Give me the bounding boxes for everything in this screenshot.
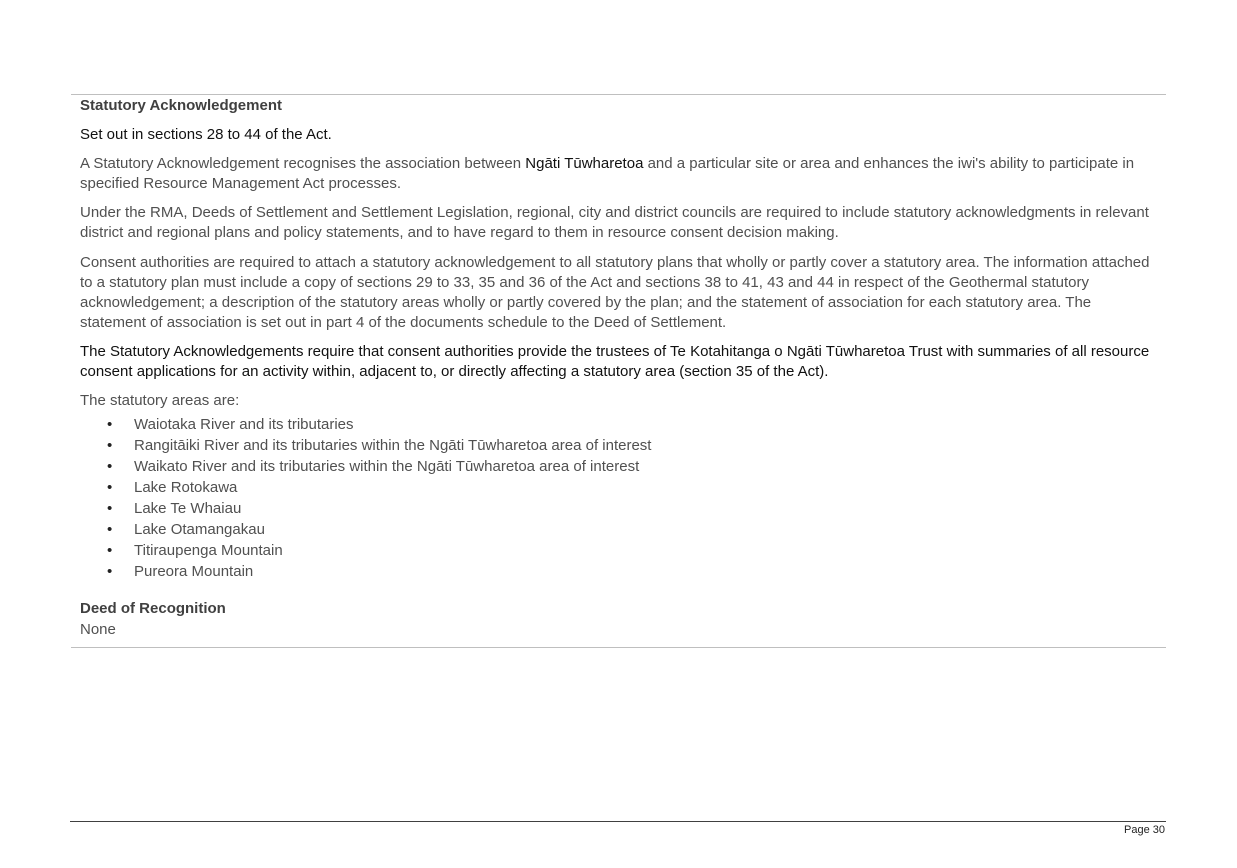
section-heading: Statutory Acknowledgement — [80, 97, 282, 114]
list-item: • Lake Rotokawa — [80, 477, 651, 498]
association-text-before: A Statutory Acknowledgement recognises t… — [80, 155, 526, 172]
list-item-label: Lake Te Whaiau — [134, 500, 242, 517]
list-item: • Lake Otamangakau — [80, 519, 651, 540]
statutory-acknowledgement-section: Statutory Acknowledgement Set out in sec… — [71, 94, 1166, 648]
bullet-icon: • — [107, 458, 113, 475]
deed-of-recognition-heading: Deed of Recognition — [80, 600, 226, 617]
page-number: Page 30 — [1124, 824, 1165, 836]
bullet-icon: • — [107, 542, 113, 559]
list-item: • Waiotaka River and its tributaries — [80, 414, 651, 435]
rma-paragraph: Under the RMA, Deeds of Settlement and S… — [80, 204, 1149, 241]
bullet-icon: • — [107, 479, 113, 496]
deed-of-recognition-value: None — [80, 621, 116, 638]
list-item: • Pureora Mountain — [80, 561, 651, 582]
list-item-label: Rangitāiki River and its tributaries wit… — [134, 437, 652, 454]
list-item-label: Titiraupenga Mountain — [134, 542, 283, 559]
iwi-name: Ngāti Tūwharetoa — [525, 155, 644, 172]
list-item: • Waikato River and its tributaries withi… — [80, 456, 651, 477]
list-item: • Titiraupenga Mountain — [80, 540, 651, 561]
association-paragraph: A Statutory Acknowledgement recognises t… — [80, 154, 1156, 194]
bullet-icon: • — [107, 416, 113, 433]
list-item-label: Pureora Mountain — [134, 563, 254, 580]
consent-authorities-paragraph: Consent authorities are required to atta… — [80, 254, 1150, 331]
bullet-icon: • — [107, 563, 113, 580]
footer-divider — [70, 821, 1166, 822]
list-item-label: Waiotaka River and its tributaries — [134, 416, 354, 433]
list-item: • Rangitāiki River and its tributaries wi… — [80, 435, 651, 456]
bullet-icon: • — [107, 437, 113, 454]
list-item-label: Lake Rotokawa — [134, 479, 238, 496]
statutory-areas-list: • Waiotaka River and its tributaries • Ran… — [80, 414, 651, 582]
list-item: • Lake Te Whaiau — [80, 498, 651, 519]
bullet-icon: • — [107, 521, 113, 538]
association-text-after: and a particular site or area and enhanc… — [80, 155, 1135, 192]
intro-paragraph: Set out in sections 28 to 44 of the Act. — [80, 126, 332, 143]
bullet-icon: • — [107, 500, 113, 517]
list-item-label: Waikato River and its tributaries within… — [134, 458, 640, 475]
areas-intro: The statutory areas are: — [80, 392, 240, 409]
summaries-paragraph: The Statutory Acknowledgements require t… — [80, 343, 1150, 380]
list-item-label: Lake Otamangakau — [134, 521, 265, 538]
